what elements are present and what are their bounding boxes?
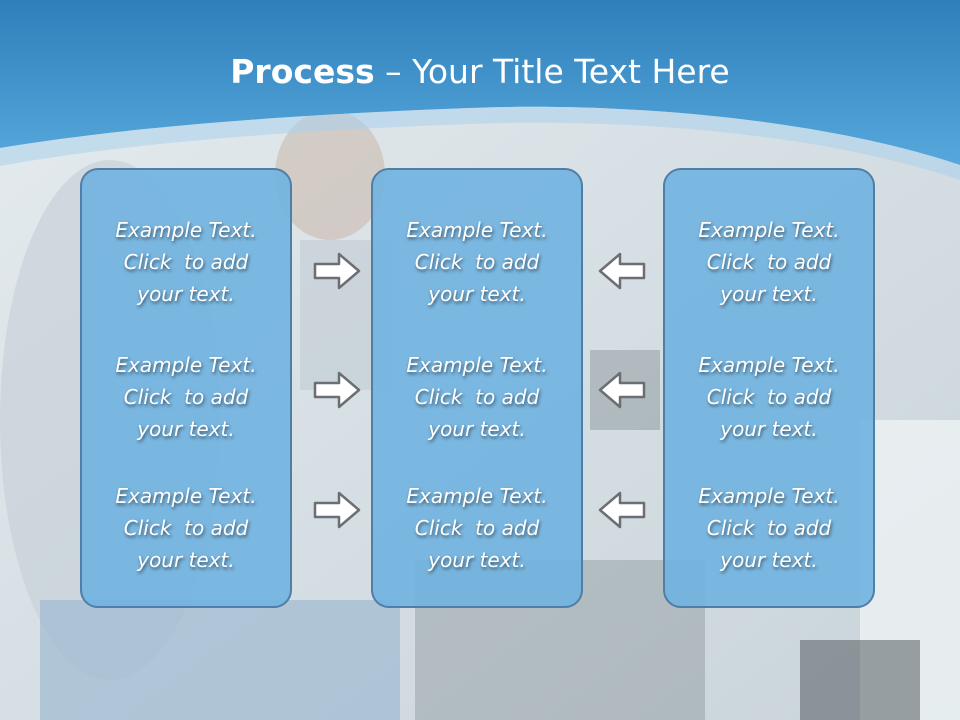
text-line: Example Text.	[406, 484, 548, 508]
right-arrow-icon	[313, 491, 361, 529]
text-line: Click to add	[414, 385, 540, 409]
text-line: your text.	[720, 417, 818, 441]
panel-text-block[interactable]: Example Text. Click to add your text.	[82, 349, 290, 445]
text-line: Example Text.	[698, 353, 840, 377]
panel-text-block[interactable]: Example Text. Click to add your text.	[665, 480, 873, 576]
panel-text-block[interactable]: Example Text. Click to add your text.	[373, 480, 581, 576]
text-line: Click to add	[414, 516, 540, 540]
left-arrow-icon	[598, 491, 646, 529]
process-panel-right[interactable]: Example Text. Click to add your text. Ex…	[663, 168, 875, 608]
text-line: your text.	[137, 548, 235, 572]
right-arrow-icon	[313, 252, 361, 290]
title-rest: – Your Title Text Here	[374, 52, 730, 91]
panel-text-block[interactable]: Example Text. Click to add your text.	[373, 349, 581, 445]
text-line: your text.	[720, 548, 818, 572]
text-line: Click to add	[414, 250, 540, 274]
text-line: Click to add	[123, 385, 249, 409]
right-arrow-icon	[313, 371, 361, 409]
panel-text-block[interactable]: Example Text. Click to add your text.	[82, 214, 290, 310]
text-line: Example Text.	[406, 218, 548, 242]
text-line: your text.	[720, 282, 818, 306]
text-line: your text.	[428, 417, 526, 441]
text-line: Example Text.	[115, 484, 257, 508]
left-arrow-icon	[598, 252, 646, 290]
left-arrow-icon	[598, 371, 646, 409]
text-line: Example Text.	[698, 218, 840, 242]
panel-text-block[interactable]: Example Text. Click to add your text.	[82, 480, 290, 576]
text-line: your text.	[137, 282, 235, 306]
text-line: Example Text.	[115, 218, 257, 242]
text-line: Example Text.	[698, 484, 840, 508]
text-line: Click to add	[123, 250, 249, 274]
text-line: Example Text.	[115, 353, 257, 377]
text-line: your text.	[428, 548, 526, 572]
process-panel-center[interactable]: Example Text. Click to add your text. Ex…	[371, 168, 583, 608]
text-line: your text.	[137, 417, 235, 441]
slide-title[interactable]: Process – Your Title Text Here	[0, 52, 960, 91]
text-line: Example Text.	[406, 353, 548, 377]
process-panel-left[interactable]: Example Text. Click to add your text. Ex…	[80, 168, 292, 608]
panel-text-block[interactable]: Example Text. Click to add your text.	[665, 349, 873, 445]
title-bold: Process	[230, 52, 375, 91]
panel-text-block[interactable]: Example Text. Click to add your text.	[665, 214, 873, 310]
text-line: Click to add	[706, 516, 832, 540]
panel-text-block[interactable]: Example Text. Click to add your text.	[373, 214, 581, 310]
text-line: Click to add	[706, 250, 832, 274]
text-line: Click to add	[123, 516, 249, 540]
text-line: Click to add	[706, 385, 832, 409]
text-line: your text.	[428, 282, 526, 306]
